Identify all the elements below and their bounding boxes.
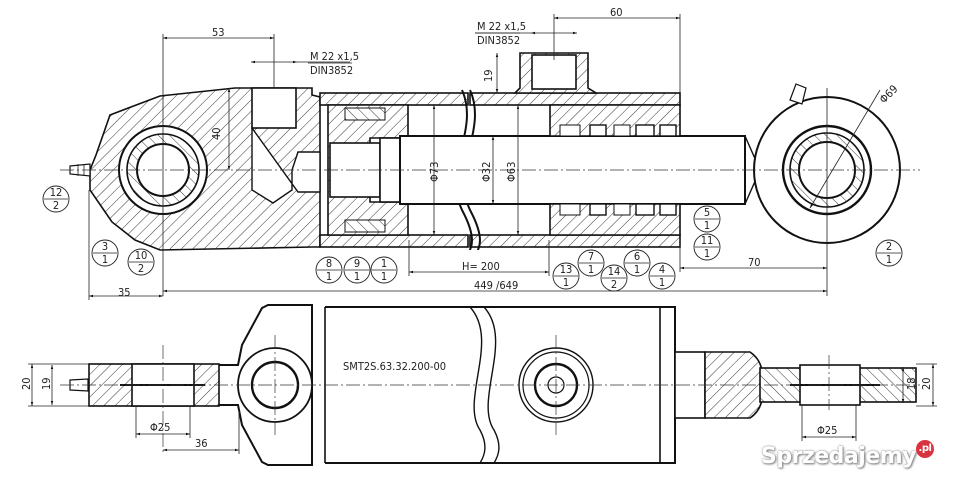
callout-3: 31 [91,239,119,267]
watermark: Sprzedajemy.pl [761,440,934,470]
svg-text:4: 4 [659,263,665,276]
port-label-left: M 22 x1,5 DIN3852 [308,50,359,77]
dim-left-20: 20 [20,377,33,390]
callout-1: 11 [370,256,398,284]
dim-right-pin: Φ25 [817,424,837,437]
dim-stroke: H= 200 [462,260,500,273]
callout-13: 131 [552,262,580,290]
plan-view: 20 19 Φ25 36 18 20 Φ25 SMT2S.63.32.200-0… [20,304,937,466]
svg-text:9: 9 [354,257,360,270]
svg-text:2: 2 [611,278,617,291]
svg-text:1: 1 [634,263,640,276]
callout-bubbles: 122 31 102 81 91 11 131 71 142 61 41 51 … [42,185,903,292]
callout-4: 41 [648,262,676,290]
dim-tube-dia: Φ73 [428,162,441,182]
svg-text:1: 1 [563,276,569,289]
svg-text:8: 8 [326,257,332,270]
svg-text:3: 3 [102,240,108,253]
dim-right-20: 20 [920,377,933,390]
watermark-badge: .pl [916,440,934,458]
callout-12: 122 [42,185,70,213]
callout-8: 81 [315,256,343,284]
svg-text:DIN3852: DIN3852 [477,34,520,47]
dim-35: 35 [118,286,131,299]
dim-right-18: 18 [905,377,918,390]
dim-eye-dia: Φ69 [877,83,901,107]
callout-11: 111 [693,233,721,261]
svg-text:1: 1 [354,270,360,283]
dim-40: 40 [210,127,223,140]
watermark-text: Sprzedajemy [761,444,917,469]
dim-60: 60 [610,6,623,19]
dim-length: 449 /649 [474,279,518,292]
callout-14: 142 [600,264,628,292]
part-number: SMT2S.63.32.200-00 [343,360,446,373]
dim-19-port: 19 [482,69,495,82]
dim-left-pin: Φ25 [150,421,170,434]
svg-text:1: 1 [704,247,710,260]
svg-text:12: 12 [50,186,63,199]
svg-text:6: 6 [634,250,640,263]
callout-6: 61 [623,249,651,277]
svg-text:7: 7 [588,250,594,263]
port-label-right: M 22 x1,5 DIN3852 [475,20,526,47]
svg-text:2: 2 [886,240,892,253]
callout-5: 51 [693,205,721,233]
svg-text:10: 10 [135,249,148,262]
dim-bore-dia: Φ63 [505,162,518,182]
callout-10: 102 [127,248,155,276]
svg-text:1: 1 [886,253,892,266]
svg-text:1: 1 [381,270,387,283]
svg-text:1: 1 [659,276,665,289]
svg-text:2: 2 [138,262,144,275]
svg-text:5: 5 [704,206,710,219]
dim-70: 70 [748,256,761,269]
svg-text:M 22 x1,5: M 22 x1,5 [477,20,526,33]
svg-text:2: 2 [53,199,59,212]
svg-text:1: 1 [326,270,332,283]
dim-rod-dia: Φ32 [480,162,493,182]
dim-left-36: 36 [195,437,208,450]
callout-2: 21 [875,239,903,267]
svg-text:DIN3852: DIN3852 [310,64,353,77]
svg-text:1: 1 [381,257,387,270]
dim-53: 53 [212,26,225,39]
dim-left-19: 19 [40,377,53,390]
svg-text:1: 1 [102,253,108,266]
callout-9: 91 [343,256,371,284]
callout-7: 71 [577,249,605,277]
svg-text:14: 14 [608,265,621,278]
svg-text:1: 1 [588,263,594,276]
svg-text:11: 11 [701,234,714,247]
section-view: 53 40 60 19 35 70 H= 200 449 /649 Φ73 Φ3… [42,6,920,300]
svg-text:1: 1 [704,219,710,232]
svg-text:M 22 x1,5: M 22 x1,5 [310,50,359,63]
svg-text:13: 13 [560,263,573,276]
